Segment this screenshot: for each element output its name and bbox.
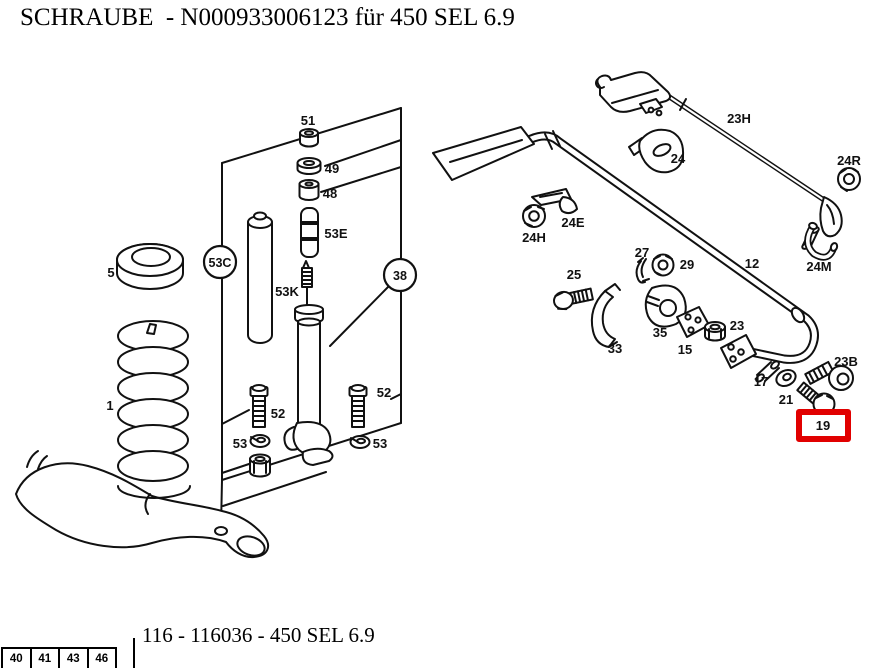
callout-24R[interactable]: 24R bbox=[837, 153, 861, 168]
page-tab-43[interactable]: 43 bbox=[60, 649, 89, 668]
bracket-15-drawing bbox=[676, 306, 710, 338]
callout-12[interactable]: 12 bbox=[745, 256, 759, 271]
coil-spring-drawing bbox=[117, 320, 189, 482]
callout-52-right[interactable]: 52 bbox=[377, 385, 391, 400]
callout-53K[interactable]: 53K bbox=[275, 284, 299, 299]
callout-53-right[interactable]: 53 bbox=[373, 436, 387, 451]
callout-24E[interactable]: 24E bbox=[561, 215, 584, 230]
callout-17[interactable]: 17 bbox=[754, 374, 768, 389]
clip-27-drawing bbox=[635, 257, 650, 284]
washer-21-drawing bbox=[775, 368, 797, 388]
highlight-box-19 bbox=[796, 409, 851, 442]
page-tab-46[interactable]: 46 bbox=[89, 649, 117, 668]
sleeve-17-drawing bbox=[755, 360, 780, 383]
callout-1[interactable]: 1 bbox=[106, 398, 113, 413]
strut-rod-drawing bbox=[595, 71, 843, 250]
control-arm-drawing bbox=[15, 450, 270, 559]
callout-53-left[interactable]: 53 bbox=[233, 436, 247, 451]
left-bolt-washer-nut-drawing bbox=[249, 384, 271, 478]
page-tab-row: 40 41 43 46 bbox=[1, 647, 117, 668]
pin-24E-drawing bbox=[531, 188, 578, 215]
callout-53E[interactable]: 53E bbox=[324, 226, 347, 241]
callout-15[interactable]: 15 bbox=[678, 342, 692, 357]
callout-29[interactable]: 29 bbox=[680, 257, 694, 272]
figure-caption: 116 - 116036 - 450 SEL 6.9 bbox=[142, 623, 375, 647]
callout-21[interactable]: 21 bbox=[779, 392, 793, 407]
nut-24H-drawing bbox=[522, 204, 546, 228]
callout-38[interactable]: 38 bbox=[393, 269, 407, 283]
callout-23B[interactable]: 23B bbox=[834, 354, 858, 369]
callout-27[interactable]: 27 bbox=[635, 245, 649, 260]
callout-24M[interactable]: 24M bbox=[806, 259, 831, 274]
callout-circle-53C[interactable] bbox=[202, 244, 238, 280]
callout-49[interactable]: 49 bbox=[325, 161, 339, 176]
nut-23-drawing bbox=[704, 321, 726, 342]
clamp-24-drawing bbox=[628, 128, 685, 174]
clip-24M-drawing bbox=[804, 221, 839, 261]
callout-24H[interactable]: 24H bbox=[522, 230, 546, 245]
stabilizer-bar-drawing bbox=[432, 126, 819, 369]
strap-33-drawing bbox=[590, 283, 621, 348]
nut-29-drawing bbox=[651, 253, 675, 277]
right-bolt-washer-drawing bbox=[348, 384, 371, 449]
bushing-35-drawing bbox=[644, 284, 687, 328]
callout-24[interactable]: 24 bbox=[671, 151, 686, 166]
nut-24R-drawing bbox=[837, 167, 861, 192]
dust-tube-drawing bbox=[247, 211, 273, 344]
callout-53C[interactable]: 53C bbox=[209, 256, 232, 270]
callout-25[interactable]: 25 bbox=[567, 267, 581, 282]
callout-52-left[interactable]: 52 bbox=[271, 406, 285, 421]
spring-seat-ring-drawing bbox=[116, 243, 184, 290]
callout-labels: 51 49 48 53E 53C 53K 38 5 1 52 53 52 53 … bbox=[106, 111, 861, 451]
page-title: SCHRAUBE - N000933006123 für 450 SEL 6.9 bbox=[20, 4, 515, 31]
callout-33[interactable]: 33 bbox=[608, 341, 622, 356]
callout-35[interactable]: 35 bbox=[653, 325, 667, 340]
page-tab-41[interactable]: 41 bbox=[32, 649, 60, 668]
callout-23H[interactable]: 23H bbox=[727, 111, 751, 126]
shock-absorber-drawing bbox=[283, 128, 334, 466]
callout-51[interactable]: 51 bbox=[301, 113, 315, 128]
tab-row-end-divider bbox=[133, 638, 135, 668]
page-tab-40[interactable]: 40 bbox=[3, 649, 32, 668]
bolt-23B-drawing bbox=[804, 360, 854, 391]
callout-5[interactable]: 5 bbox=[107, 265, 114, 280]
callout-19-highlighted[interactable]: 19 bbox=[816, 418, 830, 433]
bolt-25-drawing bbox=[553, 287, 594, 311]
callout-circle-38[interactable] bbox=[382, 257, 418, 293]
callout-23[interactable]: 23 bbox=[730, 318, 744, 333]
callout-48[interactable]: 48 bbox=[323, 186, 337, 201]
